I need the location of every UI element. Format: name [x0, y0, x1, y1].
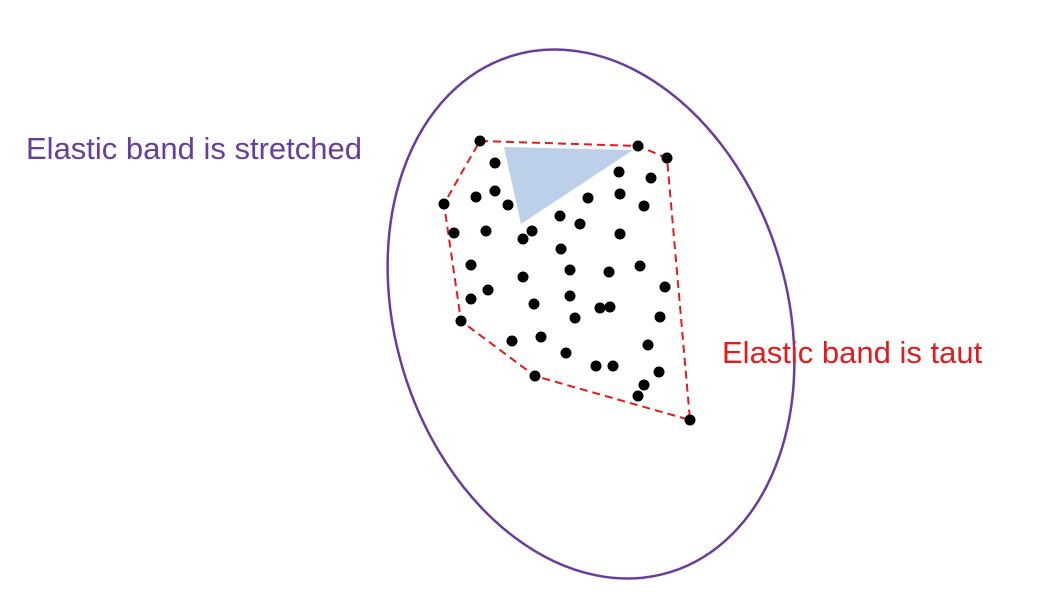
point-27	[482, 284, 494, 296]
point-46	[632, 390, 644, 402]
point-47	[684, 414, 696, 426]
point-3	[661, 152, 673, 164]
point-31	[594, 302, 606, 314]
point-15	[480, 225, 492, 237]
point-6	[645, 172, 657, 184]
point-23	[517, 271, 529, 283]
point-35	[569, 312, 581, 324]
point-25	[603, 266, 615, 278]
point-37	[506, 335, 518, 347]
point-12	[614, 188, 626, 200]
point-20	[614, 228, 626, 240]
point-34	[455, 315, 467, 327]
point-26	[634, 260, 646, 272]
point-28	[465, 293, 477, 305]
point-11	[582, 192, 594, 204]
point-14	[448, 227, 460, 239]
points-group	[438, 135, 696, 426]
point-7	[438, 198, 450, 210]
point-18	[554, 210, 566, 222]
taut-band-label: Elastic band is taut	[722, 335, 983, 370]
point-13	[638, 200, 650, 212]
point-38	[535, 331, 547, 343]
point-19	[574, 218, 586, 230]
point-4	[489, 157, 501, 169]
point-16	[526, 225, 538, 237]
point-45	[638, 379, 650, 391]
point-42	[642, 339, 654, 351]
point-24	[564, 264, 576, 276]
point-39	[560, 347, 572, 359]
point-8	[470, 191, 482, 203]
point-40	[590, 360, 602, 372]
point-30	[564, 290, 576, 302]
point-32	[604, 301, 616, 313]
highlighted-triangle	[504, 147, 633, 224]
point-41	[607, 360, 619, 372]
point-10	[502, 199, 514, 211]
point-43	[653, 366, 665, 378]
point-17	[517, 233, 529, 245]
stretched-band-ellipse	[386, 48, 796, 580]
point-33	[659, 281, 671, 293]
point-29	[528, 298, 540, 310]
point-9	[489, 185, 501, 197]
point-22	[465, 259, 477, 271]
point-1	[474, 135, 486, 147]
point-44	[529, 370, 541, 382]
point-5	[613, 166, 625, 178]
stretched-band-label: Elastic band is stretched	[26, 131, 363, 166]
point-2	[632, 140, 644, 152]
point-21	[555, 243, 567, 255]
point-36	[654, 311, 666, 323]
